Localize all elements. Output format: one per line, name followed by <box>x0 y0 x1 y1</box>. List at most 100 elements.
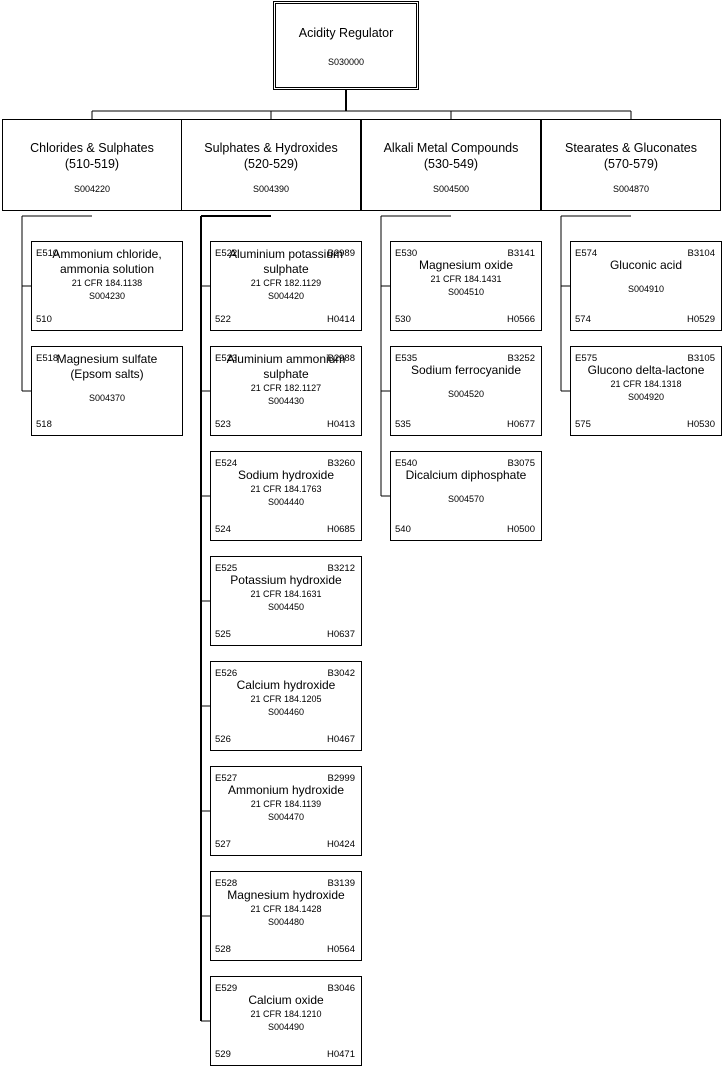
category-code: S004500 <box>432 184 470 194</box>
category-code: S004870 <box>612 184 650 194</box>
additive-name: Magnesium sulfate (Epsom salts) <box>56 352 158 381</box>
additive-code: S004450 <box>267 602 305 612</box>
additive-node: E510 510 Ammonium chloride, ammonia soluti… <box>31 241 183 331</box>
cfr-reference: 21 CFR 182.1129 <box>250 278 322 288</box>
e-number: E529 <box>215 983 238 994</box>
category-range: (570-579) <box>603 157 659 171</box>
category-code: S004390 <box>252 184 290 194</box>
h-code: H0530 <box>687 419 715 430</box>
category-title: Alkali Metal Compounds(530-549) <box>362 140 540 172</box>
b-code: B2989 <box>327 248 355 259</box>
ins-number: 540 <box>395 524 411 535</box>
e-number: E522 <box>215 248 238 259</box>
h-code: H0677 <box>507 419 535 430</box>
b-code: B3042 <box>327 668 355 679</box>
ins-number: 526 <box>215 734 231 745</box>
h-code: H0414 <box>327 314 355 325</box>
b-code: B3104 <box>687 248 715 259</box>
category-node: Alkali Metal Compounds(530-549) S004500 <box>361 119 541 211</box>
additive-name: Aluminium potassium sulphate <box>228 247 344 276</box>
additive-code: S004370 <box>88 393 126 403</box>
cfr-reference: 21 CFR 184.1631 <box>250 589 322 599</box>
b-code: B3046 <box>327 983 355 994</box>
e-number: E535 <box>395 353 418 364</box>
additive-code: S004520 <box>447 389 485 399</box>
additive-name: Calcium hydroxide <box>236 678 336 692</box>
b-code: B2988 <box>327 353 355 364</box>
additive-name: Ammonium hydroxide <box>227 783 345 797</box>
h-code: H0566 <box>507 314 535 325</box>
additive-code: S004470 <box>267 812 305 822</box>
e-number: E524 <box>215 458 238 469</box>
category-node: Chlorides & Sulphates(510-519) S004220 <box>2 119 182 211</box>
cfr-reference: 21 CFR 184.1210 <box>250 1009 322 1019</box>
ins-number: 528 <box>215 944 231 955</box>
category-title: Sulphates & Hydroxides(520-529) <box>182 140 360 172</box>
additive-code: S004430 <box>267 396 305 406</box>
cfr-reference: 21 CFR 184.1205 <box>250 694 322 704</box>
ins-number: 574 <box>575 314 591 325</box>
additive-code: S004910 <box>627 284 665 294</box>
category-code: S004220 <box>73 184 111 194</box>
ins-number: 529 <box>215 1049 231 1060</box>
h-code: H0471 <box>327 1049 355 1060</box>
additive-name: Magnesium oxide <box>418 258 514 272</box>
ins-number: 518 <box>36 419 52 430</box>
h-code: H0413 <box>327 419 355 430</box>
ins-number: 530 <box>395 314 411 325</box>
e-number: E527 <box>215 773 238 784</box>
h-code: H0529 <box>687 314 715 325</box>
b-code: B3260 <box>327 458 355 469</box>
e-number: E530 <box>395 248 418 259</box>
category-range: (510-519) <box>64 157 120 171</box>
category-title: Stearates & Gluconates(570-579) <box>542 140 720 172</box>
e-number: E510 <box>36 248 59 259</box>
ins-number: 525 <box>215 629 231 640</box>
category-title: Chlorides & Sulphates(510-519) <box>3 140 181 172</box>
e-number: E525 <box>215 563 238 574</box>
additive-name: Dicalcium diphosphate <box>405 468 527 482</box>
additive-code: S004570 <box>447 494 485 504</box>
h-code: H0467 <box>327 734 355 745</box>
root-title: Acidity Regulator <box>298 26 394 40</box>
ins-number: 527 <box>215 839 231 850</box>
additive-node: E522 B2989 522 H0414 Aluminium potassium sul… <box>210 241 362 331</box>
b-code: B3141 <box>507 248 535 259</box>
h-code: H0500 <box>507 524 535 535</box>
h-code: H0424 <box>327 839 355 850</box>
h-code: H0685 <box>327 524 355 535</box>
additive-code: S004230 <box>88 291 126 301</box>
e-number: E528 <box>215 878 238 889</box>
e-number: E574 <box>575 248 598 259</box>
e-number: E523 <box>215 353 238 364</box>
ins-number: 523 <box>215 419 231 430</box>
ins-number: 510 <box>36 314 52 325</box>
ins-number: 522 <box>215 314 231 325</box>
b-code: B2999 <box>327 773 355 784</box>
cfr-reference: 21 CFR 184.1763 <box>250 484 322 494</box>
b-code: B3075 <box>507 458 535 469</box>
